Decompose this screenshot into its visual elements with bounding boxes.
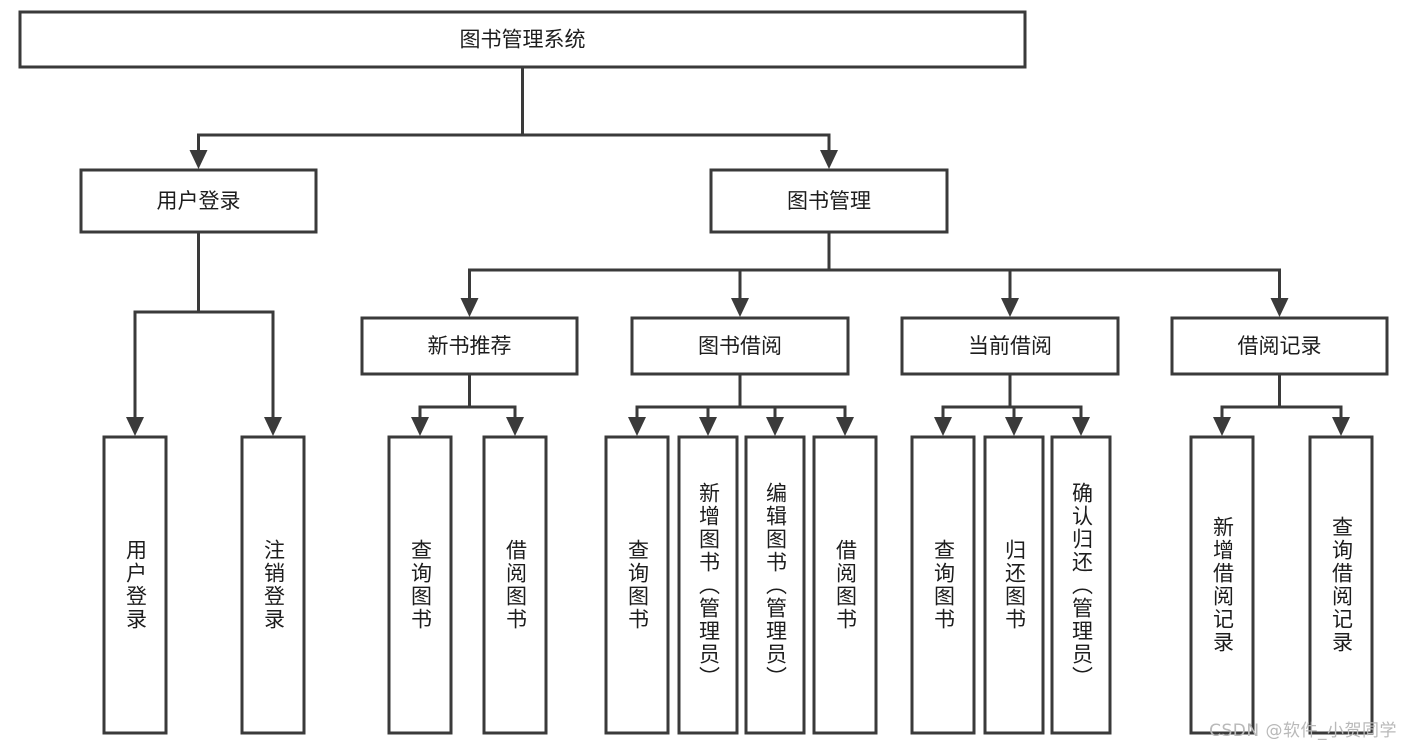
connector-current-borrow-to-leaf-confirm-return [1008,372,1090,436]
connector-book-manage-to-borrow-record [827,230,1289,317]
connector-book-borrow-to-leaf-borrow-book-2 [738,372,854,436]
node-leaf-borrow-book-2[interactable] [812,435,878,735]
node-box-leaf-borrow-book-1[interactable] [482,435,548,735]
node-box-leaf-query-record[interactable] [1308,435,1374,735]
node-book-borrow[interactable]: 图书借阅 [630,316,850,376]
node-label-root: 图书管理系统 [460,28,586,52]
node-label-book-borrow: 图书借阅 [698,334,782,358]
node-label-current-borrow: 当前借阅 [968,334,1052,358]
connector-root-to-book-manage [521,65,838,169]
node-box-current-borrow[interactable] [900,316,1120,376]
node-leaf-confirm-return[interactable] [1050,435,1112,735]
watermark-text: CSDN @软件_小贺同学 [1209,721,1397,741]
node-box-leaf-query-book-1[interactable] [387,435,453,735]
node-box-root[interactable] [18,10,1027,69]
node-leaf-query-book-3[interactable] [910,435,976,735]
node-label-user-login: 用户登录 [157,189,241,213]
node-new-book-rec[interactable]: 新书推荐 [360,316,579,376]
node-leaf-add-book[interactable] [677,435,739,735]
connector-current-borrow-to-leaf-query-book-3 [934,372,1012,436]
node-current-borrow[interactable]: 当前借阅 [900,316,1120,376]
node-box-book-manage[interactable] [709,168,949,234]
node-box-user-login[interactable] [79,168,318,234]
connector-book-borrow-to-leaf-query-book-2 [628,372,742,436]
connector-book-borrow-to-leaf-add-book [699,372,742,436]
node-leaf-borrow-book-1[interactable] [482,435,548,735]
connector-book-manage-to-new-book-rec [460,230,831,317]
connector-root-to-user-login [189,65,524,169]
node-leaf-edit-book[interactable] [744,435,806,735]
connector-current-borrow-to-leaf-return-book [1005,372,1023,436]
node-leaf-logout[interactable] [240,435,306,735]
node-box-leaf-edit-book[interactable] [744,435,806,735]
node-box-leaf-add-record[interactable] [1189,435,1255,735]
node-box-leaf-logout[interactable] [240,435,306,735]
node-box-leaf-query-book-3[interactable] [910,435,976,735]
node-borrow-record[interactable]: 借阅记录 [1170,316,1389,376]
node-leaf-add-record[interactable] [1189,435,1255,735]
node-leaf-query-book-2[interactable] [604,435,670,735]
node-leaf-user-login[interactable] [102,435,168,735]
connector-new-book-rec-to-leaf-query-book-1 [411,372,471,436]
node-box-leaf-add-book[interactable] [677,435,739,735]
node-label-book-manage: 图书管理 [787,189,871,213]
node-box-leaf-borrow-book-2[interactable] [812,435,878,735]
node-book-manage[interactable]: 图书管理 [709,168,949,234]
connector-borrow-record-to-leaf-query-record [1278,372,1350,436]
node-box-leaf-confirm-return[interactable] [1050,435,1112,735]
node-box-leaf-user-login[interactable] [102,435,168,735]
node-box-new-book-rec[interactable] [360,316,579,376]
node-box-leaf-return-book[interactable] [983,435,1045,735]
node-leaf-query-book-1[interactable] [387,435,453,735]
node-label-borrow-record: 借阅记录 [1238,334,1322,358]
node-leaf-return-book[interactable] [983,435,1045,735]
node-user-login[interactable]: 用户登录 [79,168,318,234]
node-label-new-book-rec: 新书推荐 [428,334,512,358]
node-root[interactable]: 图书管理系统 [18,10,1027,69]
node-leaf-query-record[interactable] [1308,435,1374,735]
node-box-borrow-record[interactable] [1170,316,1389,376]
node-box-book-borrow[interactable] [630,316,850,376]
connector-user-login-to-leaf-logout [197,230,282,436]
connector-book-manage-to-current-borrow [827,230,1019,317]
edge-layer [126,65,1350,436]
node-box-leaf-query-book-2[interactable] [604,435,670,735]
connector-user-login-to-leaf-user-login [126,230,200,436]
connector-borrow-record-to-leaf-add-record [1213,372,1281,436]
connector-book-manage-to-book-borrow [731,230,831,317]
connector-book-borrow-to-leaf-edit-book [738,372,784,436]
connector-new-book-rec-to-leaf-borrow-book-1 [468,372,524,436]
